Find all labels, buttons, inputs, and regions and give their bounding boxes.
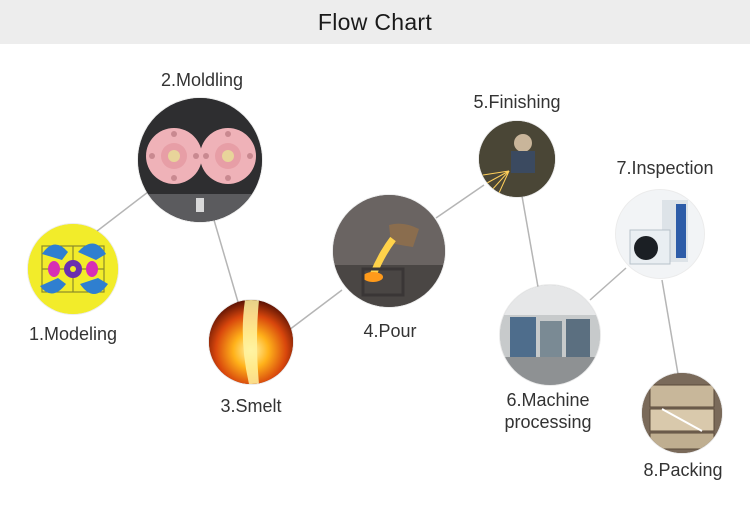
- page-header: Flow Chart: [0, 0, 750, 44]
- connector-7-8: [661, 279, 679, 375]
- machine-shop-icon: [500, 285, 600, 385]
- grinding-icon: [479, 121, 555, 197]
- step-6-image: [500, 285, 600, 385]
- step-5-label: 5.Finishing: [473, 92, 561, 112]
- step-3-label: 3.Smelt: [220, 396, 282, 416]
- step-4-label: 4.Pour: [363, 321, 417, 341]
- connector-1-2: [87, 191, 149, 239]
- connector-6-7: [589, 267, 627, 301]
- step-4-image: [333, 195, 445, 307]
- step-1-image: [28, 224, 118, 314]
- cad-model-icon: [28, 224, 118, 314]
- step-2-image: [138, 98, 262, 222]
- step-3-image: [209, 300, 293, 384]
- step-1-label: 1.Modeling: [28, 324, 118, 344]
- connector-2-3: [213, 219, 239, 303]
- connector-3-4: [288, 289, 343, 331]
- inspection-machine-icon: [616, 190, 704, 278]
- packed-crates-icon: [642, 373, 722, 453]
- step-6-label: 6.Machine processing: [504, 390, 592, 432]
- pouring-icon: [333, 195, 445, 307]
- molten-metal-icon: [209, 300, 293, 384]
- step-5-image: [479, 121, 555, 197]
- connector-4-5: [435, 184, 485, 219]
- step-8-image: [642, 373, 722, 453]
- step-2-label: 2.Moldling: [160, 70, 244, 90]
- connector-5-6: [521, 195, 539, 288]
- step-7-label: 7.Inspection: [616, 158, 714, 178]
- step-8-label: 8.Packing: [643, 460, 723, 480]
- step-7-image: [616, 190, 704, 278]
- page-title: Flow Chart: [317, 8, 433, 35]
- mold-pattern-icon: [138, 98, 262, 222]
